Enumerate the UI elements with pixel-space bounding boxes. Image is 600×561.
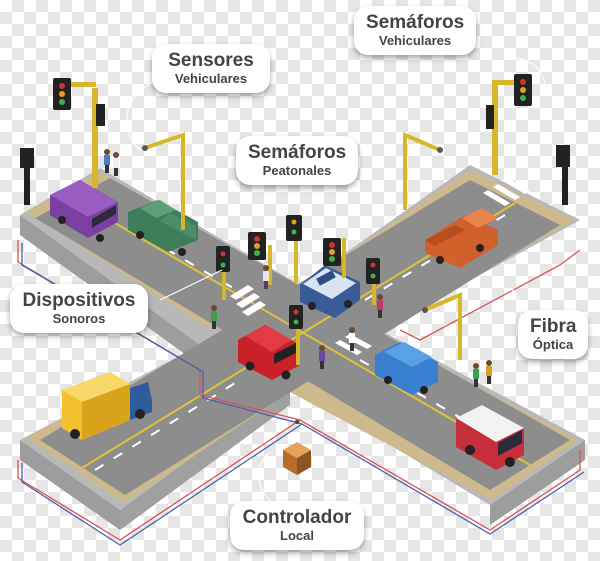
callout-line1: Sensores: [168, 50, 254, 71]
callout-line2: Óptica: [532, 337, 574, 352]
callout-line1: Fibra: [530, 316, 577, 337]
pedestrian-signal-center: [286, 215, 302, 241]
callout-line1: Controlador: [242, 507, 352, 528]
callout-line1: Semáforos: [248, 142, 347, 163]
callout-line1: Dispositivos: [22, 290, 136, 311]
fiber-optic-lines: [17, 240, 585, 546]
callout-fibra-optica: Fibra Óptica: [518, 310, 588, 359]
orange-pickup: [425, 208, 498, 268]
vehicles: [50, 180, 524, 470]
callout-line2: Local: [280, 528, 314, 543]
callout-line2: Sonoros: [52, 311, 106, 326]
green-pickup: [128, 200, 198, 256]
pedestrian-signal-e: [366, 258, 380, 284]
callout-semaforos-peatonales: Semáforos Peatonales: [236, 136, 358, 185]
yellow-truck: [62, 372, 152, 440]
callout-line2: Vehiculares: [174, 71, 248, 86]
callout-line2: Peatonales: [262, 163, 332, 178]
pedestrians: [104, 149, 492, 387]
callout-line1: Semáforos: [366, 12, 465, 33]
callout-dispositivos-sonoros: Dispositivos Sonoros: [10, 284, 148, 333]
red-jeep: [238, 325, 300, 380]
callout-line2: Vehiculares: [378, 33, 452, 48]
blue-white-van: [300, 265, 360, 318]
callout-sensores-vehiculares: Sensores Vehiculares: [152, 44, 270, 93]
poles-and-signals: [20, 74, 570, 365]
pedestrian-signal-s: [289, 305, 303, 329]
red-white-bus: [456, 405, 524, 470]
controller-box: [283, 420, 311, 475]
purple-van: [50, 180, 118, 242]
callout-semaforos-vehiculares: Semáforos Vehiculares: [354, 6, 476, 55]
pedestrian-signal-w: [216, 246, 230, 272]
callout-controlador-local: Controlador Local: [230, 501, 364, 550]
blue-car: [375, 342, 438, 395]
